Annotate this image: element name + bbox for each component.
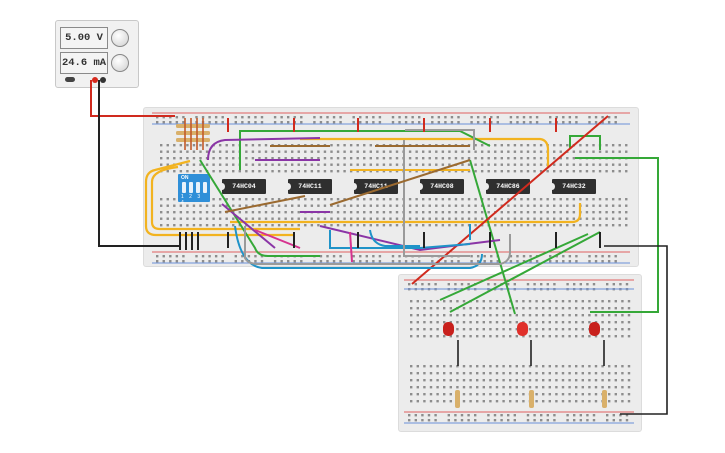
- dip-switch-3[interactable]: [196, 182, 200, 193]
- dip-switch-4[interactable]: [203, 182, 207, 193]
- chip-74hc86[interactable]: 74HC86: [483, 179, 530, 194]
- wire-red-power[interactable]: [90, 80, 175, 117]
- wire-pink[interactable]: [254, 229, 301, 249]
- led-1[interactable]: [443, 322, 459, 366]
- wire-gray[interactable]: [403, 140, 470, 257]
- resistor-array[interactable]: [176, 118, 210, 150]
- wire-brown[interactable]: [224, 195, 306, 213]
- power-toggle-icon[interactable]: [65, 77, 75, 82]
- positive-terminal[interactable]: [92, 77, 98, 83]
- voltage-display: 5.00 V: [60, 27, 108, 49]
- wire-blue[interactable]: [369, 229, 420, 247]
- wire-purple[interactable]: [319, 225, 501, 252]
- chip-74hc11-b[interactable]: 74HC11: [351, 179, 398, 194]
- dip-switch-2[interactable]: [189, 182, 193, 193]
- wire-blue[interactable]: [329, 230, 471, 249]
- wire-brown[interactable]: [329, 159, 471, 206]
- wire-orange[interactable]: [230, 203, 582, 224]
- power-supply[interactable]: 5.00 V 24.6 mA: [55, 20, 139, 88]
- led-2[interactable]: [517, 322, 532, 366]
- dip-switch[interactable]: ON 1 2 3 4: [178, 174, 210, 206]
- dip-switch-1[interactable]: [182, 182, 186, 193]
- wire-green[interactable]: [449, 231, 601, 313]
- chip-74hc04[interactable]: 74HC04: [219, 179, 266, 194]
- jumper-red[interactable]: [227, 118, 557, 132]
- wire-green[interactable]: [239, 130, 491, 170]
- chip-74hc32[interactable]: 74HC32: [549, 179, 596, 194]
- wire-green[interactable]: [199, 159, 320, 257]
- current-display: 24.6 mA: [60, 52, 108, 74]
- resistor-led[interactable]: [455, 390, 607, 408]
- dip-switch-numbers: 1 2 3 4: [181, 194, 203, 206]
- current-knob-icon[interactable]: [111, 54, 129, 72]
- jumper-black[interactable]: [179, 232, 601, 250]
- voltage-knob-icon[interactable]: [111, 29, 129, 47]
- wire-blue[interactable]: [234, 225, 483, 269]
- chip-74hc11-a[interactable]: 74HC11: [285, 179, 332, 194]
- wire-green[interactable]: [469, 159, 516, 315]
- wire-green[interactable]: [439, 233, 589, 301]
- wire-green[interactable]: [575, 157, 659, 313]
- wire-orange[interactable]: [150, 165, 300, 231]
- wire-gray[interactable]: [244, 226, 511, 265]
- wire-red[interactable]: [411, 115, 609, 285]
- dip-switch-label: ON: [181, 175, 189, 181]
- wire-orange[interactable]: [144, 159, 295, 237]
- wire-gray[interactable]: [405, 129, 475, 150]
- chip-74hc08[interactable]: 74HC08: [417, 179, 464, 194]
- led-3[interactable]: [589, 322, 605, 366]
- wire-black-ground[interactable]: [98, 80, 180, 247]
- wire-orange[interactable]: [300, 137, 550, 168]
- wire-black-ground-2[interactable]: [604, 245, 668, 415]
- wire-purple[interactable]: [207, 137, 321, 161]
- negative-terminal[interactable]: [100, 77, 106, 83]
- wire-green[interactable]: [569, 135, 601, 150]
- wire-pink[interactable]: [349, 231, 353, 263]
